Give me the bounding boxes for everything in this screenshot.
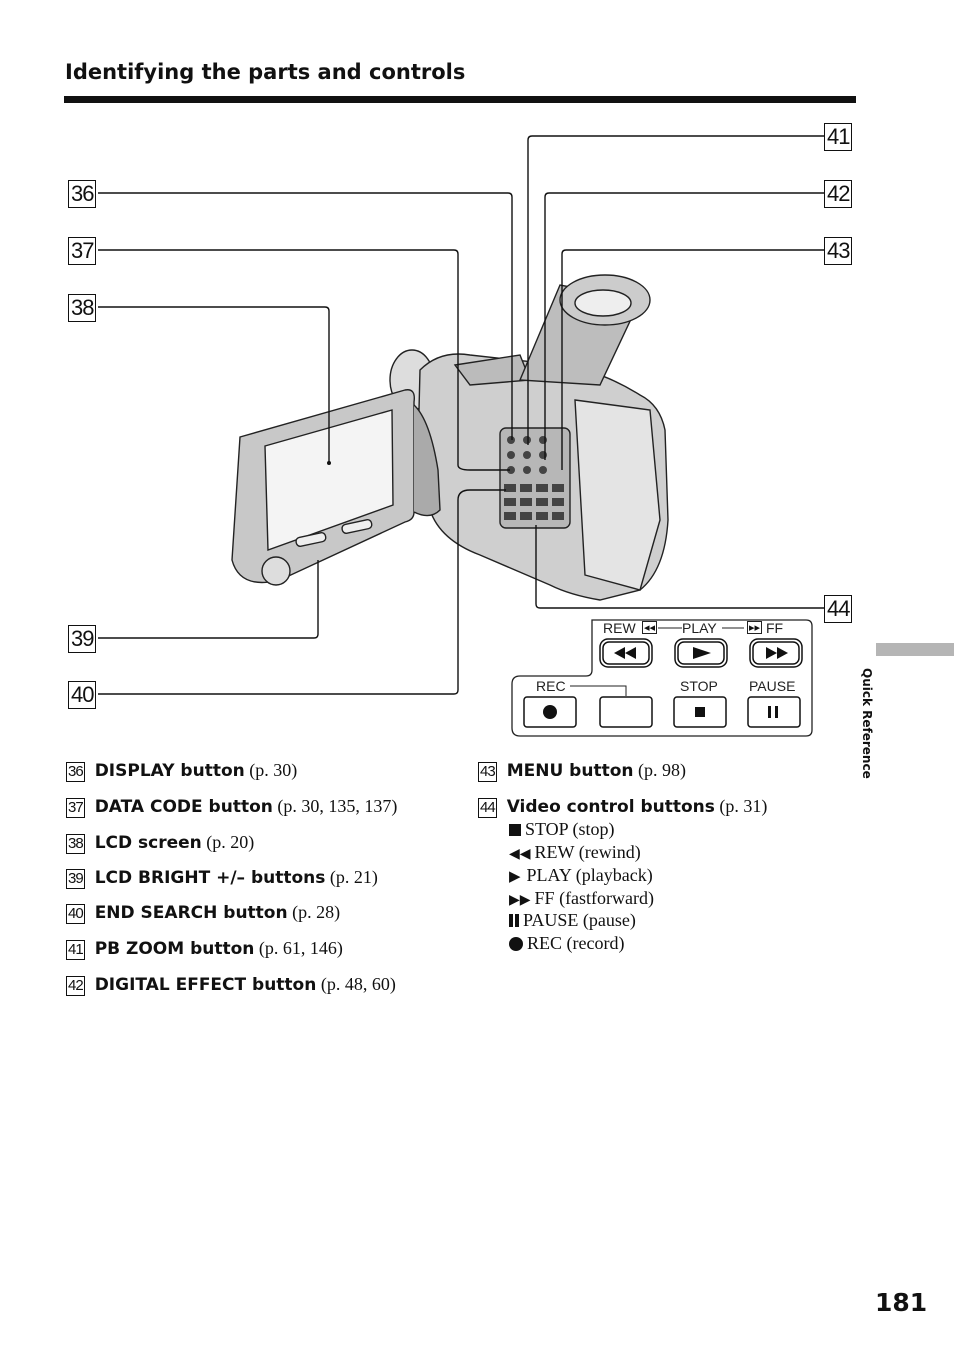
- item-number: 44: [478, 798, 497, 818]
- list-item: 40 END SEARCH button (p. 28): [66, 901, 340, 924]
- callout-44: 44: [824, 595, 853, 623]
- callout-38: 38: [68, 294, 97, 322]
- item-ref: (p. 28): [292, 902, 341, 922]
- item-number: 38: [66, 834, 85, 854]
- fastforward-icon: ▶▶: [509, 893, 531, 908]
- item-ref: (p. 30): [249, 760, 298, 780]
- callout-41: 41: [824, 123, 853, 151]
- item-name: LCD BRIGHT +/– buttons: [94, 868, 326, 888]
- list-item: 39 LCD BRIGHT +/– buttons (p. 21): [66, 866, 378, 889]
- play-icon: ▶: [509, 869, 521, 885]
- item-ref: (p. 20): [206, 832, 255, 852]
- item-name: MENU button: [506, 761, 634, 781]
- item-number: 39: [66, 869, 85, 889]
- callout-40: 40: [68, 681, 97, 709]
- rewind-small-icon: ◂◂: [642, 621, 658, 634]
- control-ff: ▶▶FF (fastforward): [509, 888, 655, 908]
- control-stop: STOP (stop): [509, 818, 615, 840]
- rec-label: REC: [536, 678, 566, 694]
- title-rule: [64, 96, 856, 103]
- control-play: ▶PLAY (playback): [509, 865, 653, 885]
- list-item: 37 DATA CODE button (p. 30, 135, 137): [66, 795, 397, 818]
- item-name: END SEARCH button: [94, 903, 288, 923]
- item-number: 41: [66, 940, 85, 960]
- callout-39: 39: [68, 625, 97, 653]
- play-label: PLAY: [682, 620, 717, 636]
- item-ref: (p. 48, 60): [320, 974, 396, 994]
- list-item: 41 PB ZOOM button (p. 61, 146): [66, 937, 343, 960]
- item-number: 40: [66, 904, 85, 924]
- item-name: Video control buttons: [506, 797, 715, 817]
- callout-36: 36: [68, 180, 97, 208]
- stop-icon: [509, 824, 521, 836]
- item-number: 42: [66, 976, 85, 996]
- item-number: 43: [478, 762, 497, 782]
- control-rewind: ◀◀REW (rewind): [509, 842, 641, 862]
- sidebar-tab: [876, 643, 954, 656]
- rew-label: REW: [603, 620, 636, 636]
- list-item: 36 DISPLAY button (p. 30): [66, 759, 297, 782]
- item-ref: (p. 31): [719, 796, 768, 816]
- callout-42: 42: [824, 180, 853, 208]
- ff-small-icon: ▸▸: [747, 621, 763, 634]
- item-name: PB ZOOM button: [94, 939, 255, 959]
- item-ref: (p. 30, 135, 137): [277, 796, 398, 816]
- control-rec: REC (record): [509, 932, 624, 954]
- control-pause: PAUSE (pause): [509, 909, 636, 931]
- list-item: 43 MENU button (p. 98): [478, 759, 686, 782]
- ff-label: FF: [766, 620, 784, 636]
- item-number: 37: [66, 798, 85, 818]
- item-ref: (p. 61, 146): [258, 938, 343, 958]
- camcorder-illustration: [231, 274, 669, 601]
- item-number: 36: [66, 762, 85, 782]
- list-item: 38 LCD screen (p. 20): [66, 831, 254, 854]
- page-title: Identifying the parts and controls: [65, 60, 466, 84]
- record-icon: [509, 937, 523, 951]
- callout-43: 43: [824, 237, 853, 265]
- pause-icon: [509, 914, 513, 927]
- list-item: 42 DIGITAL EFFECT button (p. 48, 60): [66, 973, 396, 996]
- rewind-icon: ◀◀: [509, 847, 531, 862]
- page-number: 181: [875, 1288, 928, 1317]
- item-ref: (p. 98): [637, 760, 686, 780]
- item-name: DATA CODE button: [94, 797, 273, 817]
- stop-label: STOP: [680, 678, 718, 694]
- camcorder-diagram: [98, 135, 825, 737]
- item-name: DISPLAY button: [94, 761, 245, 781]
- item-ref: (p. 21): [329, 867, 378, 887]
- sidebar-label: Quick Reference: [860, 668, 874, 779]
- video-panel-frame: [511, 619, 813, 737]
- item-name: LCD screen: [94, 833, 202, 853]
- list-item: 44 Video control buttons (p. 31): [478, 795, 767, 818]
- callout-37: 37: [68, 237, 97, 265]
- pause-label: PAUSE: [749, 678, 796, 694]
- item-name: DIGITAL EFFECT button: [94, 975, 317, 995]
